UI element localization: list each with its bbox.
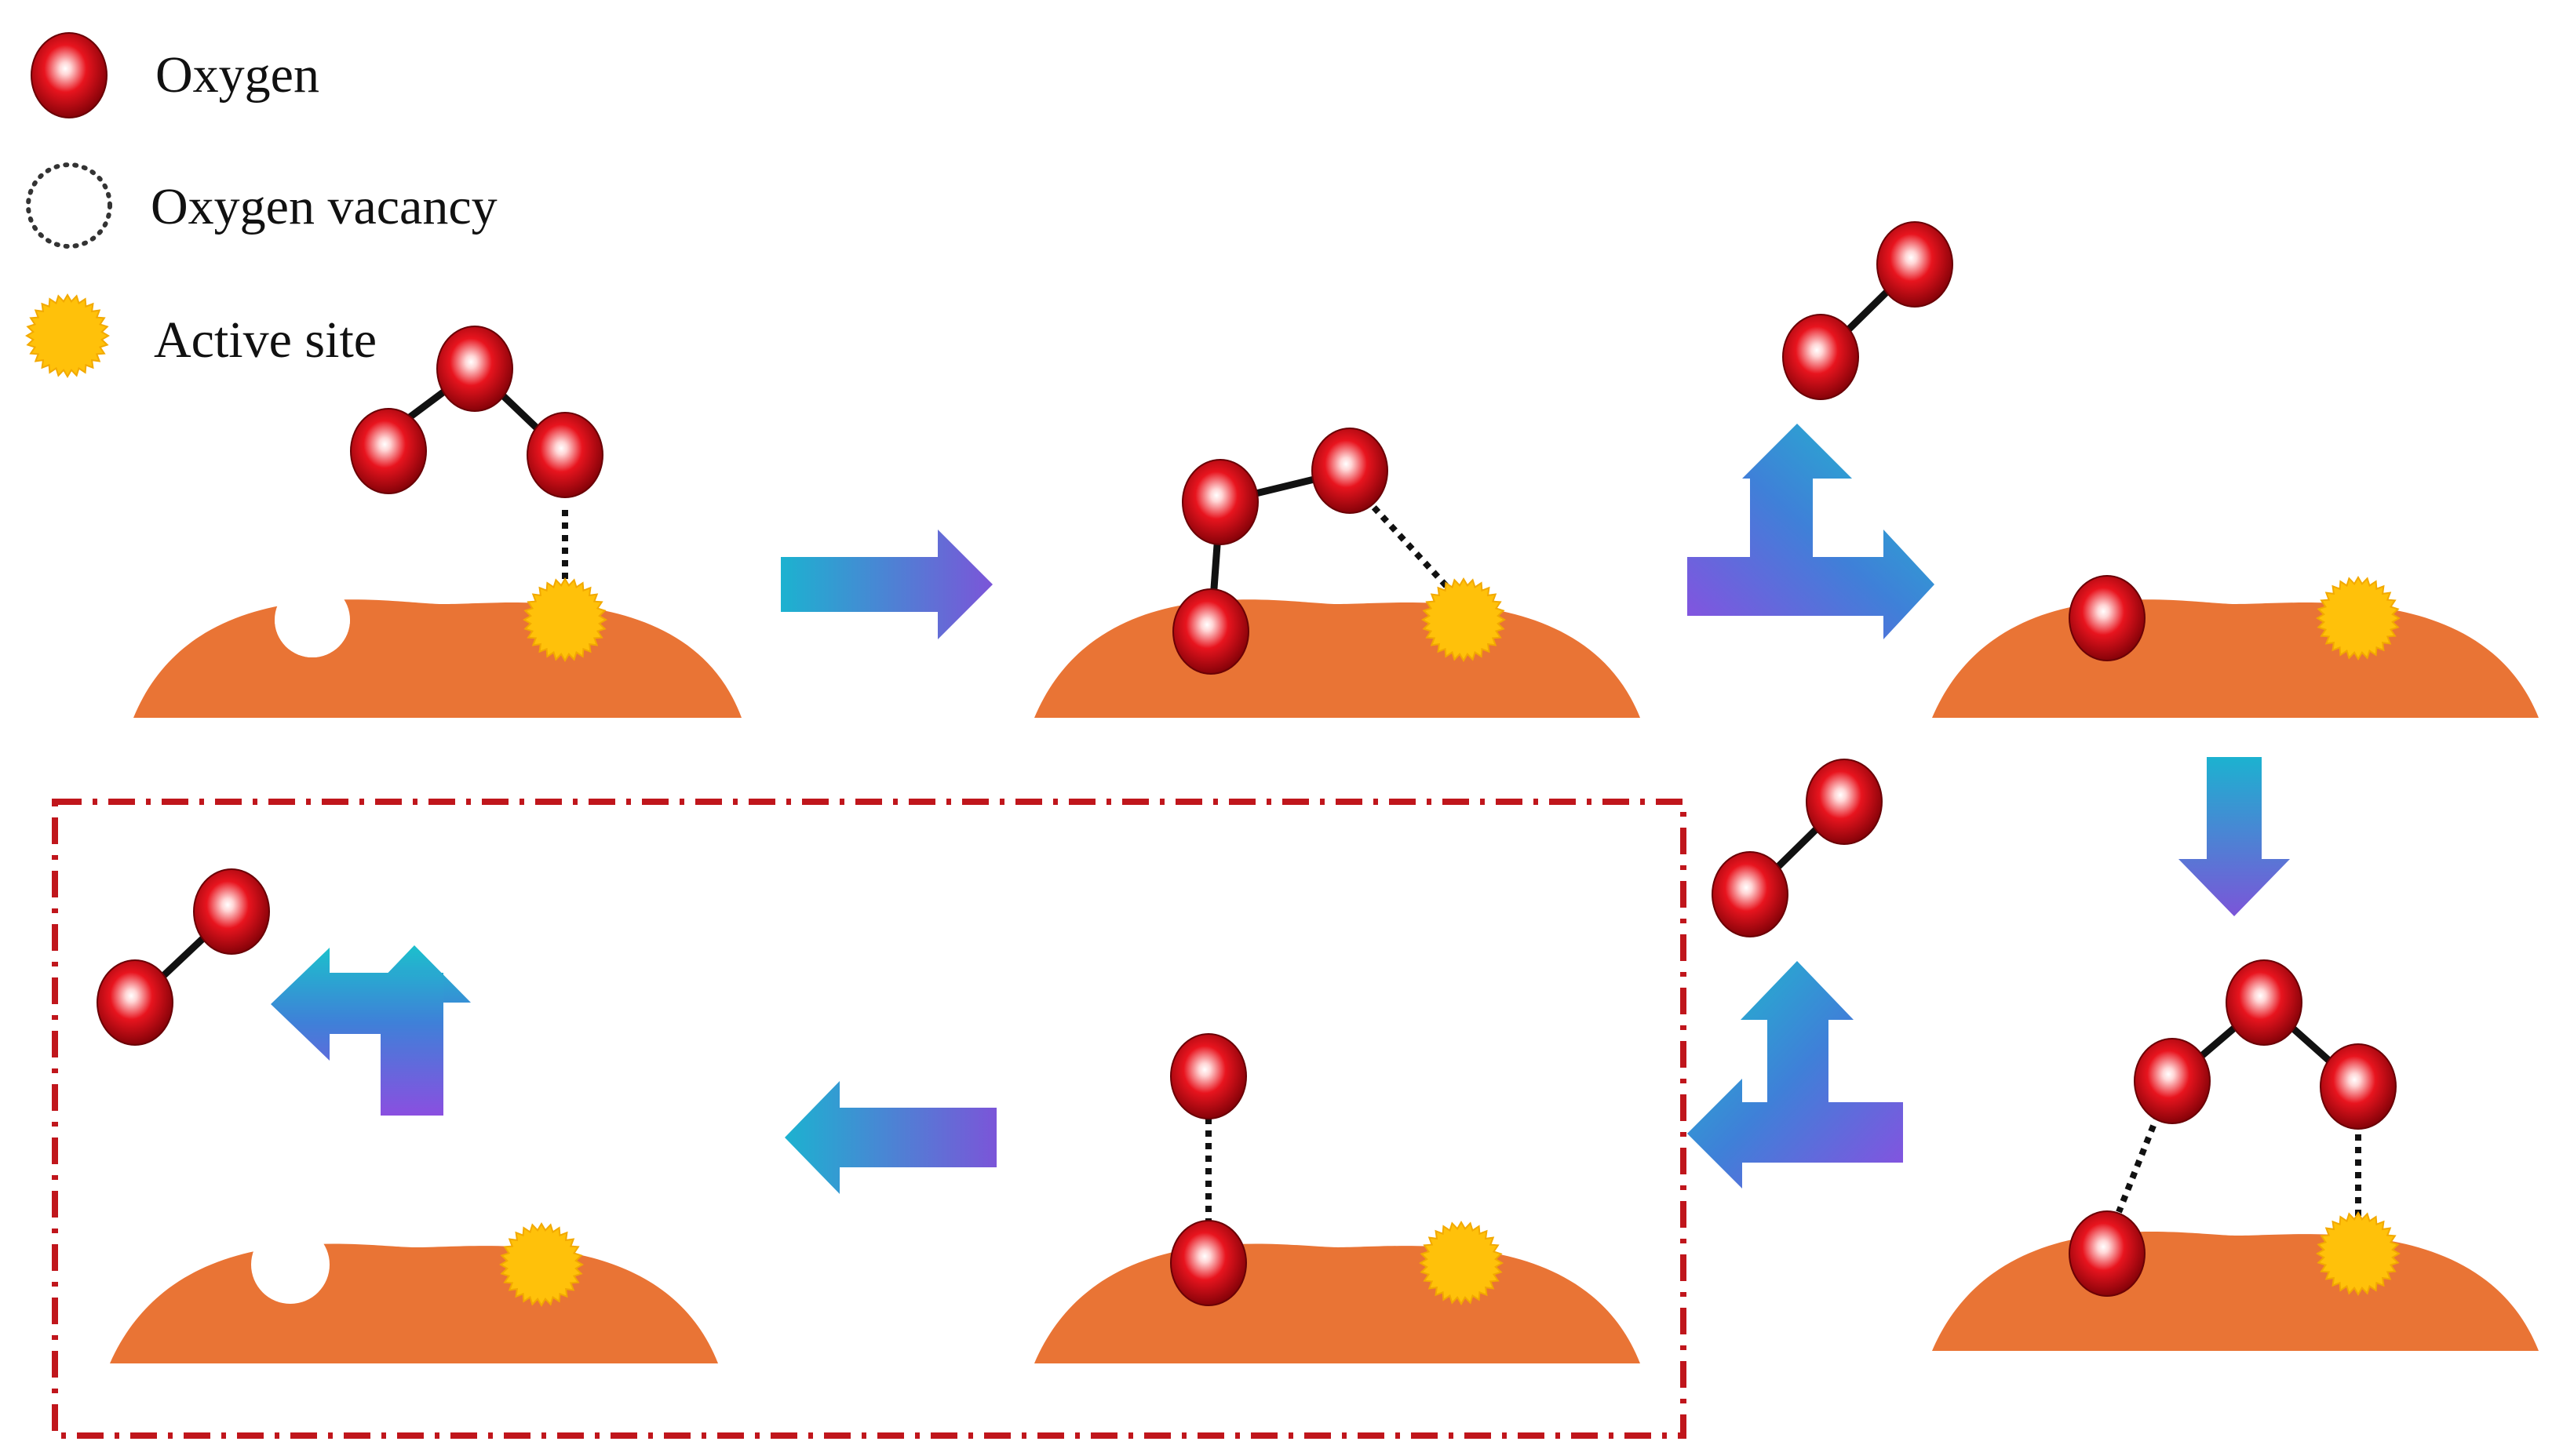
- catalyst-surface: [133, 599, 742, 718]
- stage-6-regenerated-vacancy: [110, 1223, 718, 1363]
- oxygen-atom: [350, 408, 427, 494]
- released-o2-molecule: [1712, 759, 1883, 937]
- legend-oxygen-label: Oxygen: [155, 46, 319, 104]
- legend-vacancy-icon: [26, 162, 112, 249]
- oxygen-atom: [1311, 428, 1388, 514]
- catalyst-surface: [1034, 599, 1640, 718]
- oxygen-atom: [2069, 1210, 2146, 1297]
- stage-3-adsorbed-oxygen: [1932, 575, 2539, 718]
- oxygen-atom: [2320, 1043, 2397, 1130]
- stage-5-peroxide-species: [1034, 1033, 1640, 1363]
- adsorption-bond: [2116, 1112, 2161, 1214]
- legend-oxygen-icon: [31, 32, 108, 118]
- legend-active-site-label: Active site: [154, 311, 377, 369]
- oxygen-atom: [527, 412, 603, 498]
- right-arrow: [781, 530, 993, 639]
- oxygen-vacancy: [275, 582, 350, 657]
- catalyst-surface: [1932, 1231, 2539, 1351]
- stage-4-second-ozone-adsorption: [1932, 959, 2539, 1351]
- adsorption-bond: [1363, 496, 1458, 599]
- oxygen-atom: [1170, 1220, 1247, 1306]
- oxygen-atom: [2069, 575, 2146, 661]
- catalyst-surface: [1932, 599, 2539, 718]
- regeneration-frame: [52, 799, 1686, 1439]
- released-o2-molecule: [1782, 221, 1953, 400]
- catalyst-surface: [110, 1243, 718, 1363]
- oxygen-atom: [2134, 1038, 2211, 1124]
- split-arrow-release-right: [1687, 424, 1934, 639]
- legend-active-site-icon: [26, 294, 109, 377]
- released-o2-molecule: [97, 868, 270, 1046]
- oxygen-atom: [436, 326, 513, 412]
- left-arrow: [785, 1081, 997, 1194]
- oxygen-atom: [1170, 1033, 1247, 1119]
- oxygen-atom: [1182, 459, 1259, 545]
- split-arrow-final-release: [271, 945, 471, 1116]
- legend-vacancy-label: Oxygen vacancy: [151, 178, 498, 235]
- legend: Oxygen Oxygen vacancy Active site: [26, 32, 498, 377]
- catalyst-surface: [1034, 1243, 1640, 1363]
- down-arrow: [2178, 757, 2290, 916]
- stage-2-ozone-dissociation: [1034, 428, 1640, 718]
- oxygen-vacancy: [251, 1225, 330, 1304]
- split-arrow-release-left: [1687, 961, 1903, 1188]
- oxygen-atom: [1172, 588, 1249, 675]
- stage-1-ozone-adsorption: [133, 326, 742, 718]
- oxygen-atom: [2226, 959, 2302, 1046]
